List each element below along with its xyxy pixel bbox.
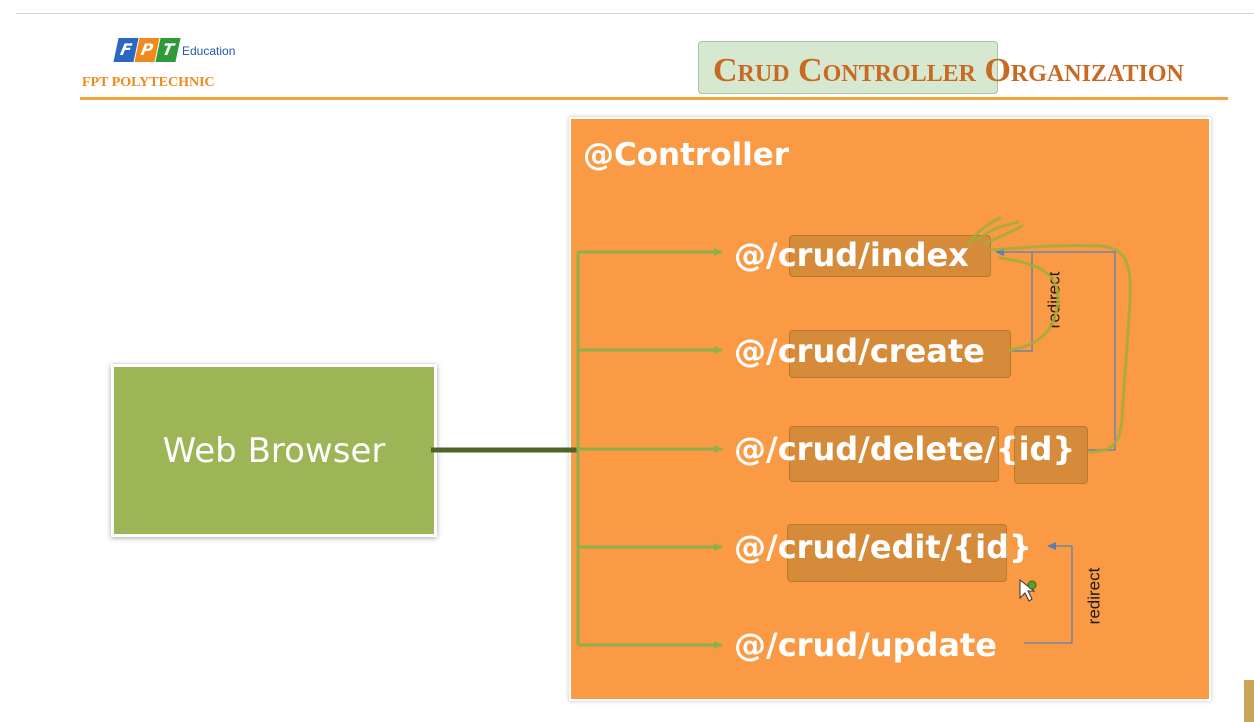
- fpt-logo: F P T Education FPT POLYTECHNIC: [82, 38, 252, 98]
- route-create-prefix: @/: [734, 332, 778, 370]
- route-delete: @/crud/delete/{id}: [734, 430, 1075, 468]
- route-delete-path: crud/delete: [777, 430, 985, 468]
- cursor-icon: [1019, 578, 1037, 602]
- controller-box: [569, 117, 1211, 701]
- logo-education-text: Education: [182, 44, 236, 58]
- controller-label: @Controller: [583, 137, 790, 173]
- redirect-arrow-delete-to-index: [1032, 251, 1116, 451]
- header-rule: [80, 97, 1228, 100]
- route-create-path: crud/create: [777, 332, 985, 370]
- route-edit-prefix: @/: [734, 528, 778, 566]
- route-edit-highlight: [787, 524, 1007, 582]
- route-update-path: crud/update: [777, 626, 997, 664]
- web-browser-label: Web Browser: [162, 430, 386, 471]
- route-update: @/crud/update: [734, 626, 997, 664]
- route-update-prefix: @/: [734, 626, 778, 664]
- redirect-arrow-create-to-index: [995, 248, 1033, 352]
- route-delete-highlight: [789, 426, 999, 482]
- route-create-highlight: [789, 330, 1011, 378]
- route-edit-path: crud/edit/{id}: [777, 528, 1032, 566]
- top-divider: [16, 13, 1254, 14]
- route-create: @/crud/create: [734, 332, 985, 370]
- route-index-path: crud/index: [777, 236, 969, 274]
- route-index-prefix: @/: [734, 236, 778, 274]
- route-index-highlight: [789, 235, 991, 277]
- redirect-arrow-update-to-edit: [1024, 542, 1073, 644]
- thumbnail-edge: [1244, 680, 1254, 722]
- hand-drawn-annotation: [966, 216, 1132, 454]
- route-index: @/crud/index: [734, 236, 969, 274]
- title-highlight: [698, 41, 998, 94]
- route-delete-param: {id}: [995, 430, 1076, 468]
- web-browser-box: Web Browser: [111, 364, 437, 537]
- route-edit: @/crud/edit/{id}: [734, 528, 1032, 566]
- route-delete-prefix: @/: [734, 430, 778, 468]
- route-delete-separator: /: [984, 430, 996, 468]
- logo-brand-text: FPT POLYTECHNIC: [82, 75, 215, 90]
- route-delete-id-highlight: [1014, 426, 1088, 484]
- page-title: Crud Controller Organization: [713, 52, 1184, 89]
